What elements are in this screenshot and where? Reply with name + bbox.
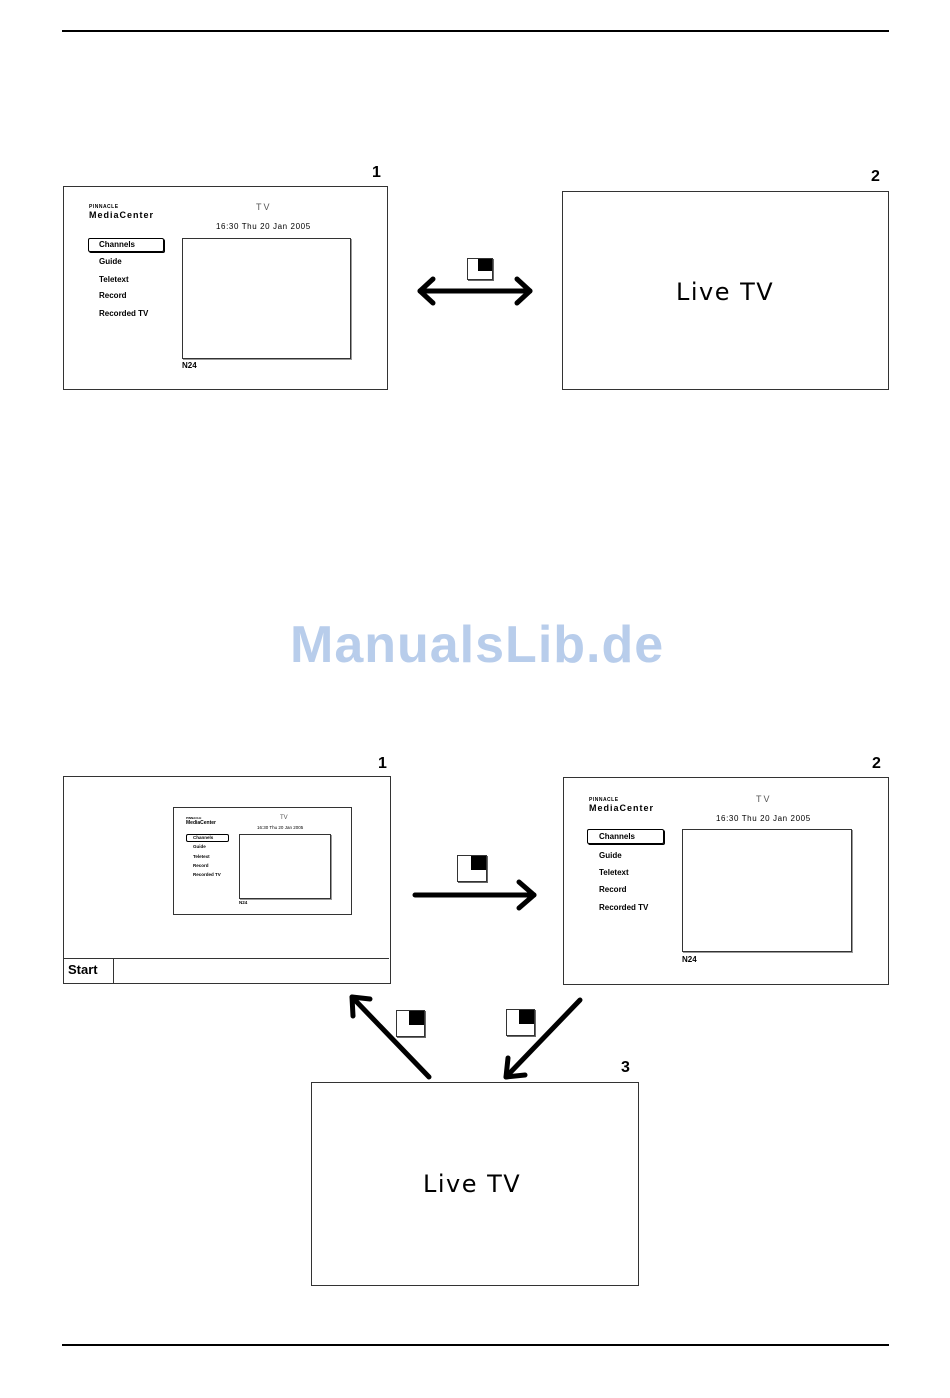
menu-item-guide[interactable]: Guide (599, 851, 622, 860)
tv-preview-window[interactable] (682, 829, 852, 952)
menu-item-channels[interactable]: Channels (599, 832, 636, 841)
menu-item-record[interactable]: Record (99, 291, 127, 300)
mini-menu-channels: Channels (193, 835, 214, 840)
live-tv-label: Live TV (423, 1170, 522, 1198)
screen-title: TV (256, 202, 272, 212)
taskbar: Start (64, 958, 389, 983)
arrow-head-down-left (503, 1055, 528, 1080)
step-number-1: 1 (378, 755, 387, 772)
fullscreen-key-icon (396, 1010, 425, 1037)
selected-menu-highlight (88, 238, 164, 252)
mini-channel-label: N24 (239, 900, 248, 905)
channel-label: N24 (182, 361, 197, 370)
watermark: ManualsLib.de (290, 616, 665, 674)
mini-brand-small: PINNACLE (186, 816, 202, 820)
bottom-rule (62, 1344, 889, 1346)
mini-tv-preview (239, 834, 331, 899)
step-number-2: 2 (872, 755, 881, 772)
menu-item-recorded-tv[interactable]: Recorded TV (599, 903, 649, 912)
menu-item-record[interactable]: Record (599, 885, 627, 894)
mini-brand-logo: MediaCenter (186, 820, 217, 826)
mini-menu-guide: Guide (193, 844, 206, 849)
step-number-3: 3 (621, 1059, 630, 1076)
menu-item-teletext[interactable]: Teletext (99, 275, 129, 284)
live-tv-screen: Live TV (562, 191, 889, 390)
channel-label: N24 (682, 955, 697, 964)
brand-logo: MediaCenter (89, 210, 155, 220)
fullscreen-key-icon (506, 1009, 535, 1036)
mini-mediacenter-window[interactable]: PINNACLE MediaCenter TV 16:30 Thu 20 Jan… (173, 807, 352, 915)
fullscreen-key-icon (467, 258, 493, 280)
live-tv-label: Live TV (676, 278, 775, 306)
arrow-livetv-to-desktop (349, 994, 432, 1080)
date-time: 16:30 Thu 20 Jan 2005 (716, 814, 811, 823)
brand-small: PINNACLE (589, 797, 619, 803)
mediacenter-screen: PINNACLE MediaCenter TV 16:30 Thu 20 Jan… (63, 186, 388, 390)
mini-menu-recorded-tv: Recorded TV (193, 872, 221, 877)
arrow-head-left (417, 276, 436, 306)
mini-title: TV (280, 815, 288, 821)
date-time: 16:30 Thu 20 Jan 2005 (216, 222, 311, 231)
menu-item-guide[interactable]: Guide (99, 257, 122, 266)
menu-item-channels[interactable]: Channels (99, 240, 136, 249)
step-number-2: 2 (871, 168, 880, 185)
menu-item-teletext[interactable]: Teletext (599, 868, 629, 877)
top-rule (62, 30, 889, 32)
mini-selected-highlight (186, 834, 229, 842)
arrow-head-up-left (349, 994, 373, 1019)
selected-menu-highlight (587, 829, 664, 844)
arrow-mediacenter-to-livetv (503, 997, 583, 1080)
brand-logo: MediaCenter (589, 803, 655, 813)
live-tv-screen: Live TV (311, 1082, 639, 1286)
mini-menu-teletext: Teletext (193, 854, 210, 859)
mediacenter-screen: PINNACLE MediaCenter TV 16:30 Thu 20 Jan… (563, 777, 889, 985)
menu-item-recorded-tv[interactable]: Recorded TV (99, 309, 149, 318)
fullscreen-key-icon (457, 855, 487, 882)
start-button[interactable]: Start (64, 959, 114, 983)
mini-date-time: 16:30 Thu 20 Jan 2005 (257, 825, 304, 830)
step-number-1: 1 (372, 164, 381, 181)
mini-menu-record: Record (193, 863, 209, 868)
screen-title: TV (756, 794, 772, 804)
desktop-screen: PINNACLE MediaCenter TV 16:30 Thu 20 Jan… (63, 776, 391, 984)
arrow-head-right (514, 276, 533, 306)
arrow-head-right (516, 879, 537, 911)
brand-small: PINNACLE (89, 204, 119, 210)
tv-preview-window[interactable] (182, 238, 351, 359)
